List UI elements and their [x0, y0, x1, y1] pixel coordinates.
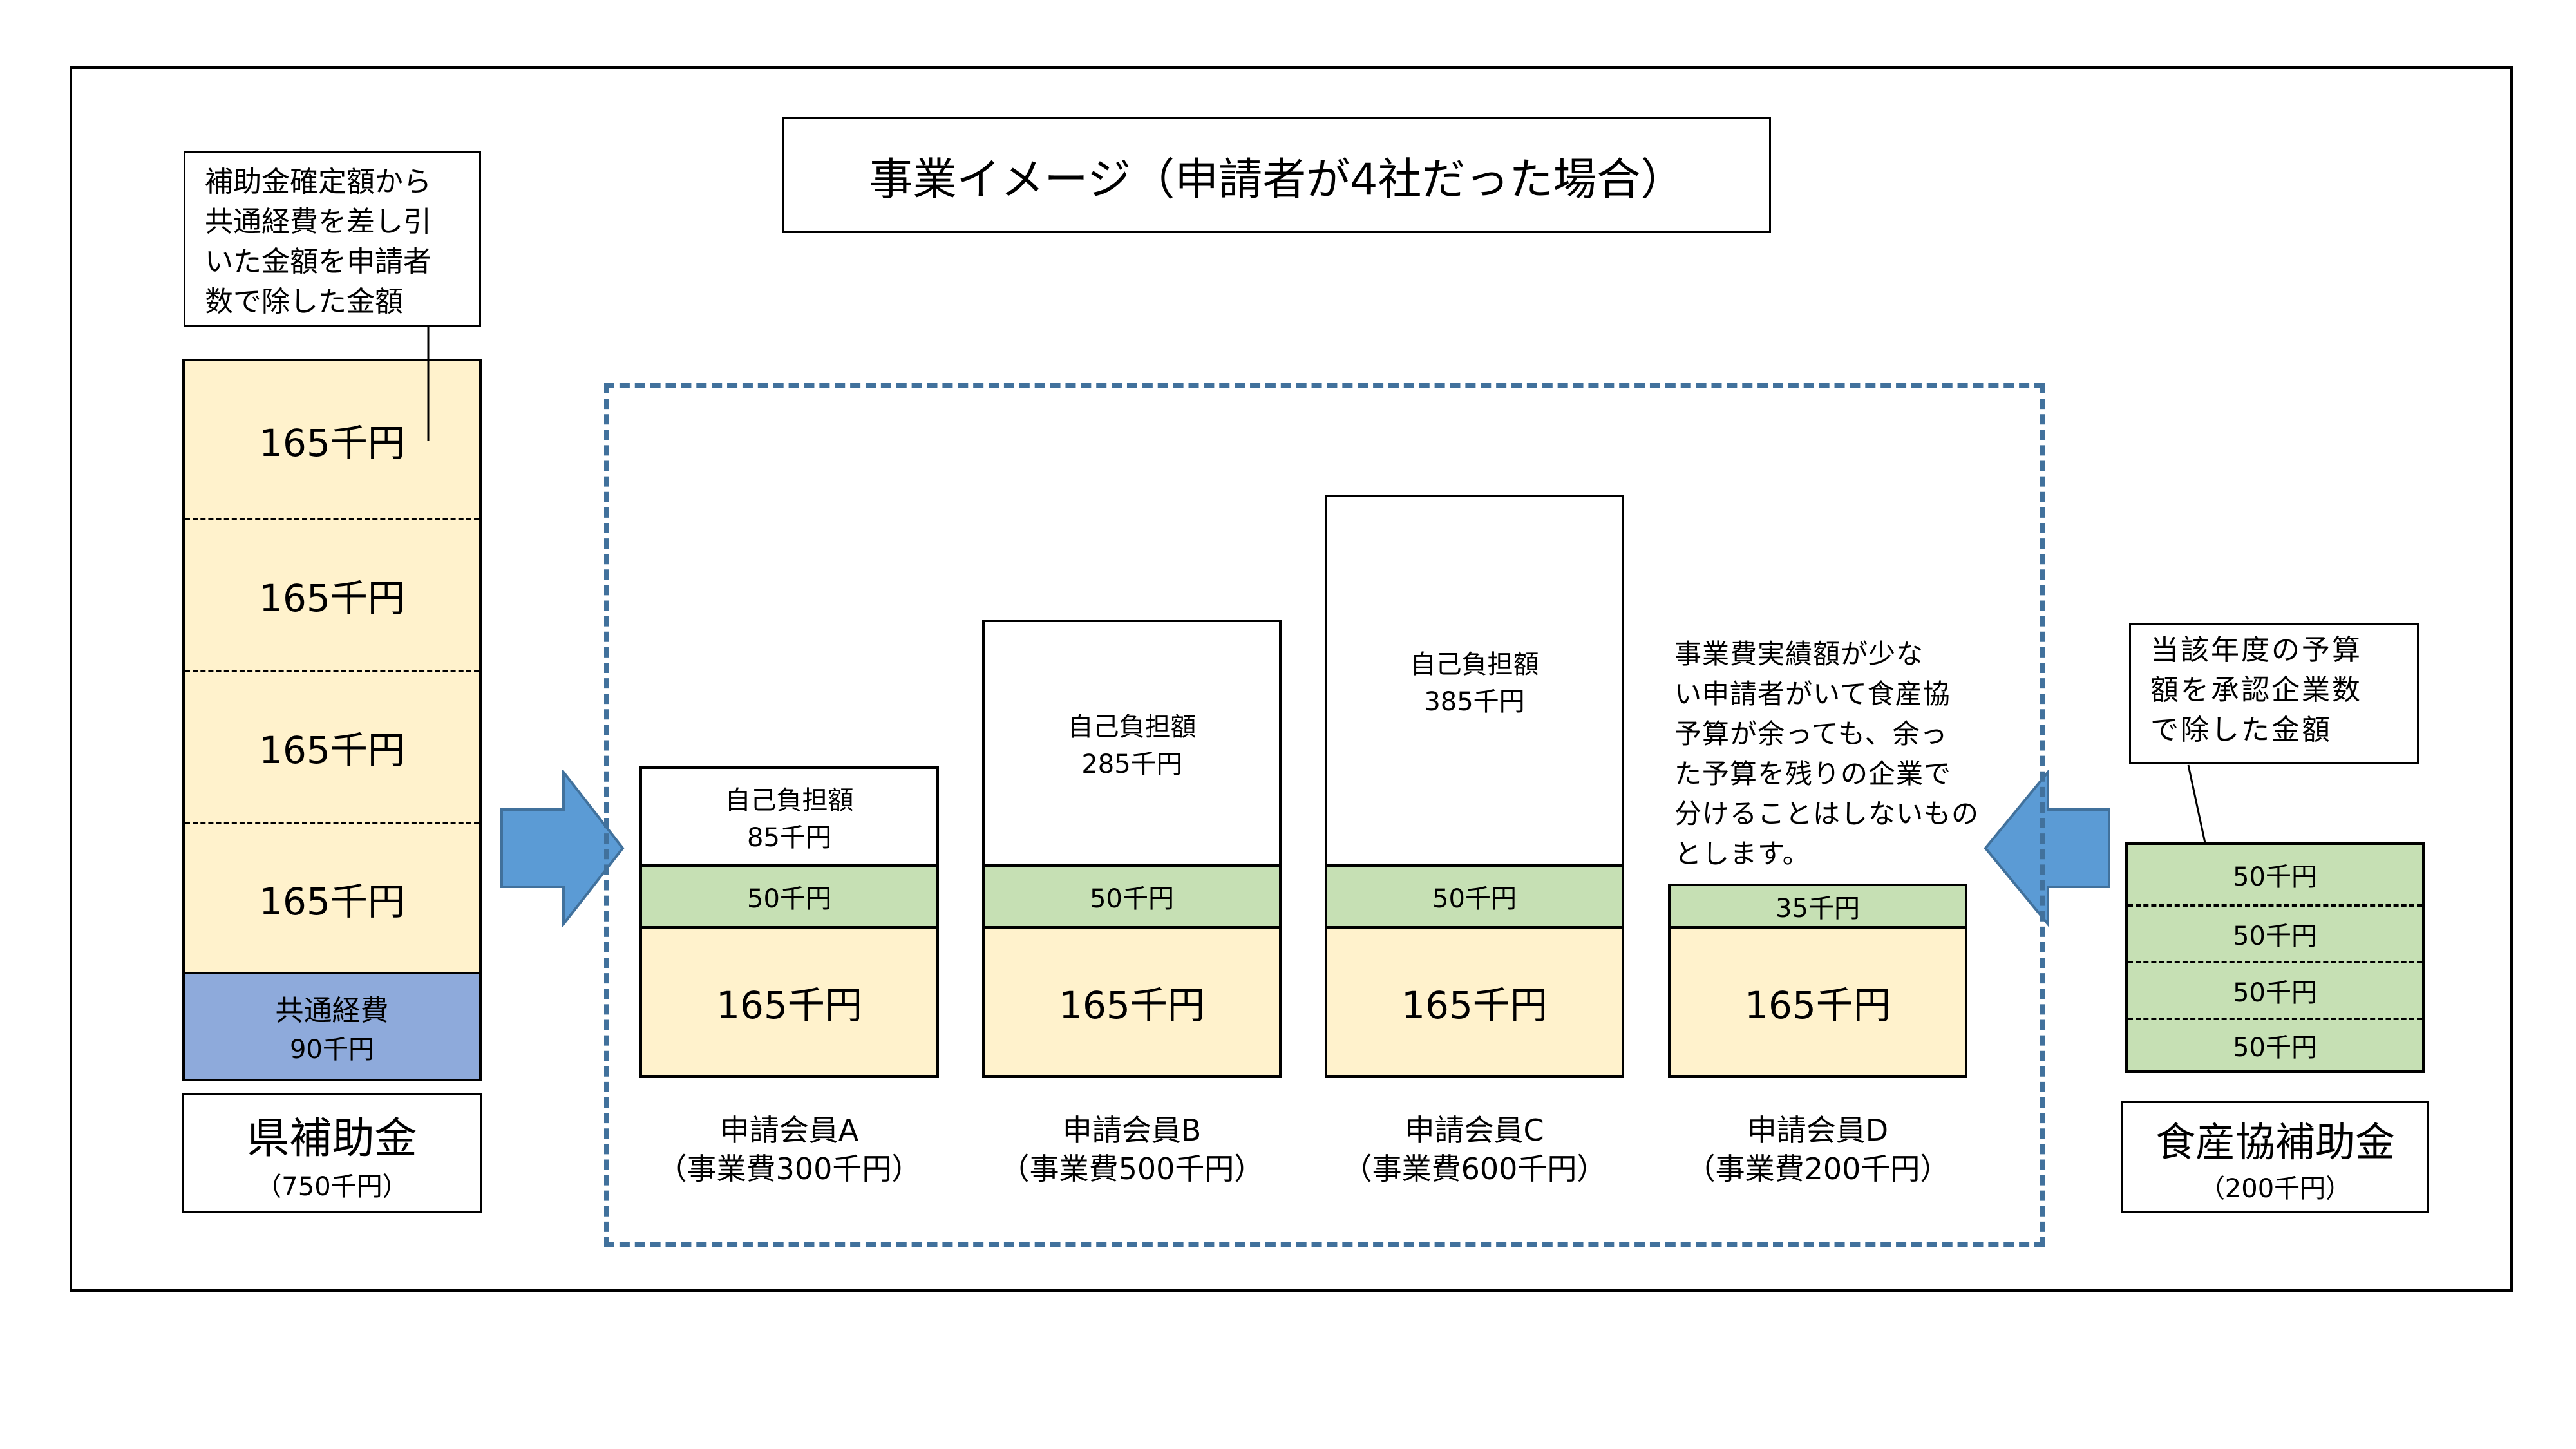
food-subsidy-segment: 50千円	[985, 864, 1279, 926]
member-name: 申請会員D	[1747, 1113, 1889, 1148]
prefecture-share-segment: 165千円	[1671, 926, 1965, 1075]
prefecture-share-segment: 165千円	[185, 822, 479, 972]
prefecture-share-segment: 165千円	[185, 670, 479, 822]
member-name: 申請会員B	[1062, 1113, 1202, 1148]
member-project-cost: （事業費200千円）	[1685, 1151, 1950, 1186]
member-d-stack: 35千円 165千円	[1668, 884, 1967, 1078]
self-burden-label: 自己負担額	[1410, 650, 1539, 679]
right-note: 当該年度の予算 額を承認企業数 で除した金額	[2129, 623, 2419, 764]
food-subsidy-segment: 50千円	[642, 864, 936, 926]
member-d-note-line: 事業費実績額が少な	[1674, 638, 1924, 670]
member-b-stack: 自己負担額 285千円 50千円 165千円	[982, 620, 1282, 1078]
prefecture-subsidy-name: 県補助金	[247, 1113, 417, 1163]
member-a-label: 申請会員A （事業費300千円）	[639, 1108, 939, 1191]
left-note-line: 共通経費を差し引	[205, 205, 431, 238]
self-burden-segment: 自己負担額 285千円	[985, 622, 1279, 864]
prefecture-share-segment: 165千円	[185, 518, 479, 670]
right-arrow-icon	[500, 770, 625, 927]
member-c-stack: 自己負担額 385千円 50千円 165千円	[1325, 495, 1624, 1078]
member-project-cost: （事業費300千円）	[657, 1151, 922, 1186]
left-note-line: 数で除した金額	[205, 285, 403, 318]
member-d-note: 事業費実績額が少な い申請者がいて食産協 予算が余っても、余っ た予算を残りの企…	[1674, 634, 2048, 869]
self-burden-label: 自己負担額	[724, 786, 854, 815]
member-d-note-line: 分けることはしないもの	[1674, 798, 1980, 829]
common-expense-label: 共通経費	[275, 994, 389, 1027]
right-note-line: で除した金額	[2150, 714, 2332, 746]
self-burden-segment: 自己負担額 385千円	[1327, 497, 1622, 864]
food-share-segment: 50千円	[2128, 845, 2422, 904]
member-d-note-line: い申請者がいて食産協	[1674, 678, 1951, 710]
self-burden-segment: 自己負担額 85千円	[642, 769, 936, 864]
member-d-note-line: とします。	[1674, 838, 1810, 869]
member-b-label: 申請会員B （事業費500千円）	[982, 1108, 1282, 1191]
member-project-cost: （事業費600千円）	[1342, 1151, 1607, 1186]
prefecture-share-segment: 165千円	[1327, 926, 1622, 1075]
common-expense-amount: 90千円	[290, 1035, 374, 1065]
food-subsidy-total: （200千円）	[2199, 1174, 2352, 1204]
food-subsidy-name: 食産協補助金	[2155, 1119, 2395, 1166]
outer-frame	[70, 66, 2513, 1292]
left-note-line: 補助金確定額から	[205, 166, 431, 198]
member-a-stack: 自己負担額 85千円 50千円 165千円	[639, 766, 939, 1078]
food-subsidy-segment: 35千円	[1671, 886, 1965, 926]
prefecture-share-segment: 165千円	[985, 926, 1279, 1075]
right-note-line: 当該年度の予算	[2150, 634, 2362, 667]
self-burden-amount: 85千円	[747, 823, 831, 853]
food-subsidy-label: 食産協補助金 （200千円）	[2121, 1101, 2429, 1213]
common-expense-segment: 共通経費 90千円	[185, 972, 479, 1079]
food-share-segment: 50千円	[2128, 961, 2422, 1018]
prefecture-share-segment: 165千円	[642, 926, 936, 1075]
member-name: 申請会員A	[719, 1113, 859, 1148]
self-burden-label: 自己負担額	[1067, 712, 1197, 742]
prefecture-subsidy-label: 県補助金 （750千円）	[182, 1093, 482, 1213]
member-d-label: 申請会員D （事業費200千円）	[1668, 1108, 1967, 1191]
member-d-note-line: た予算を残りの企業で	[1674, 758, 1952, 790]
member-project-cost: （事業費500千円）	[999, 1151, 1264, 1186]
food-subsidy-segment: 50千円	[1327, 864, 1622, 926]
member-name: 申請会員C	[1405, 1113, 1544, 1148]
food-share-segment: 50千円	[2128, 1018, 2422, 1070]
food-subsidy-stack: 50千円 50千円 50千円 50千円	[2125, 842, 2425, 1073]
prefecture-subsidy-stack: 165千円 165千円 165千円 165千円 共通経費 90千円	[182, 359, 482, 1081]
right-note-line: 額を承認企業数	[2150, 674, 2362, 706]
prefecture-share-segment: 165千円	[185, 361, 479, 518]
left-arrow-icon	[1984, 770, 2110, 927]
member-c-label: 申請会員C （事業費600千円）	[1325, 1108, 1624, 1191]
left-note-line: いた金額を申請者	[205, 245, 431, 278]
member-d-note-line: 予算が余っても、余っ	[1674, 718, 1948, 750]
food-share-segment: 50千円	[2128, 904, 2422, 961]
diagram-title: 事業イメージ（申請者が4社だった場合）	[782, 117, 1771, 233]
self-burden-amount: 285千円	[1081, 750, 1182, 779]
self-burden-amount: 385千円	[1424, 687, 1525, 717]
applicants-group-frame	[604, 383, 2045, 1247]
left-note: 補助金確定額から 共通経費を差し引 いた金額を申請者 数で除した金額	[184, 151, 481, 327]
prefecture-subsidy-total: （750千円）	[256, 1171, 408, 1202]
